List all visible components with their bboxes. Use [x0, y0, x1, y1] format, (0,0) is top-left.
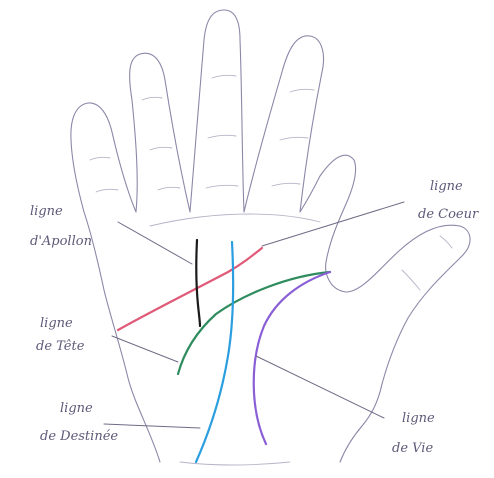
- crease-middle-2: [150, 147, 172, 150]
- label-apollon-line2: d'Apollon: [30, 234, 92, 249]
- crease-ring-1: [212, 75, 236, 78]
- pointer-destinee: [104, 424, 200, 428]
- label-coeur-line2: de Coeur: [418, 207, 479, 222]
- pointer-tete: [112, 336, 178, 362]
- pointer-coeur: [262, 202, 404, 246]
- hand-outline: [71, 10, 470, 462]
- crease-middle-1: [142, 97, 162, 100]
- pointer-vie: [256, 356, 384, 418]
- label-vie-line1: ligne: [402, 411, 435, 426]
- crease-index-2: [96, 189, 118, 192]
- crease-palm-base: [150, 214, 320, 226]
- crease-thumb-2: [440, 236, 452, 248]
- label-apollon-line1: ligne: [30, 204, 63, 219]
- label-destinee-line1: ligne: [60, 401, 93, 416]
- crease-ring-3: [206, 185, 238, 188]
- crease-middle-3: [158, 187, 180, 190]
- ligne-d-apollon: [196, 240, 200, 326]
- label-destinee-line2: de Destinée: [40, 429, 118, 444]
- crease-pinky-1: [290, 89, 314, 92]
- crease-ring-2: [208, 135, 236, 138]
- label-tete-line2: de Tête: [36, 339, 85, 354]
- label-vie-line2: de Vie: [392, 441, 433, 456]
- ligne-de-destinee: [196, 242, 233, 462]
- crease-pinky-2: [280, 137, 308, 140]
- label-coeur-line1: ligne: [430, 179, 463, 194]
- label-tete-line1: ligne: [40, 316, 73, 331]
- crease-pinky-3: [272, 183, 300, 186]
- crease-index-1: [90, 157, 110, 160]
- crease-thumb-1: [402, 270, 420, 290]
- ligne-de-vie: [254, 272, 330, 444]
- pointer-apollon: [118, 222, 192, 264]
- ligne-de-coeur: [118, 248, 262, 330]
